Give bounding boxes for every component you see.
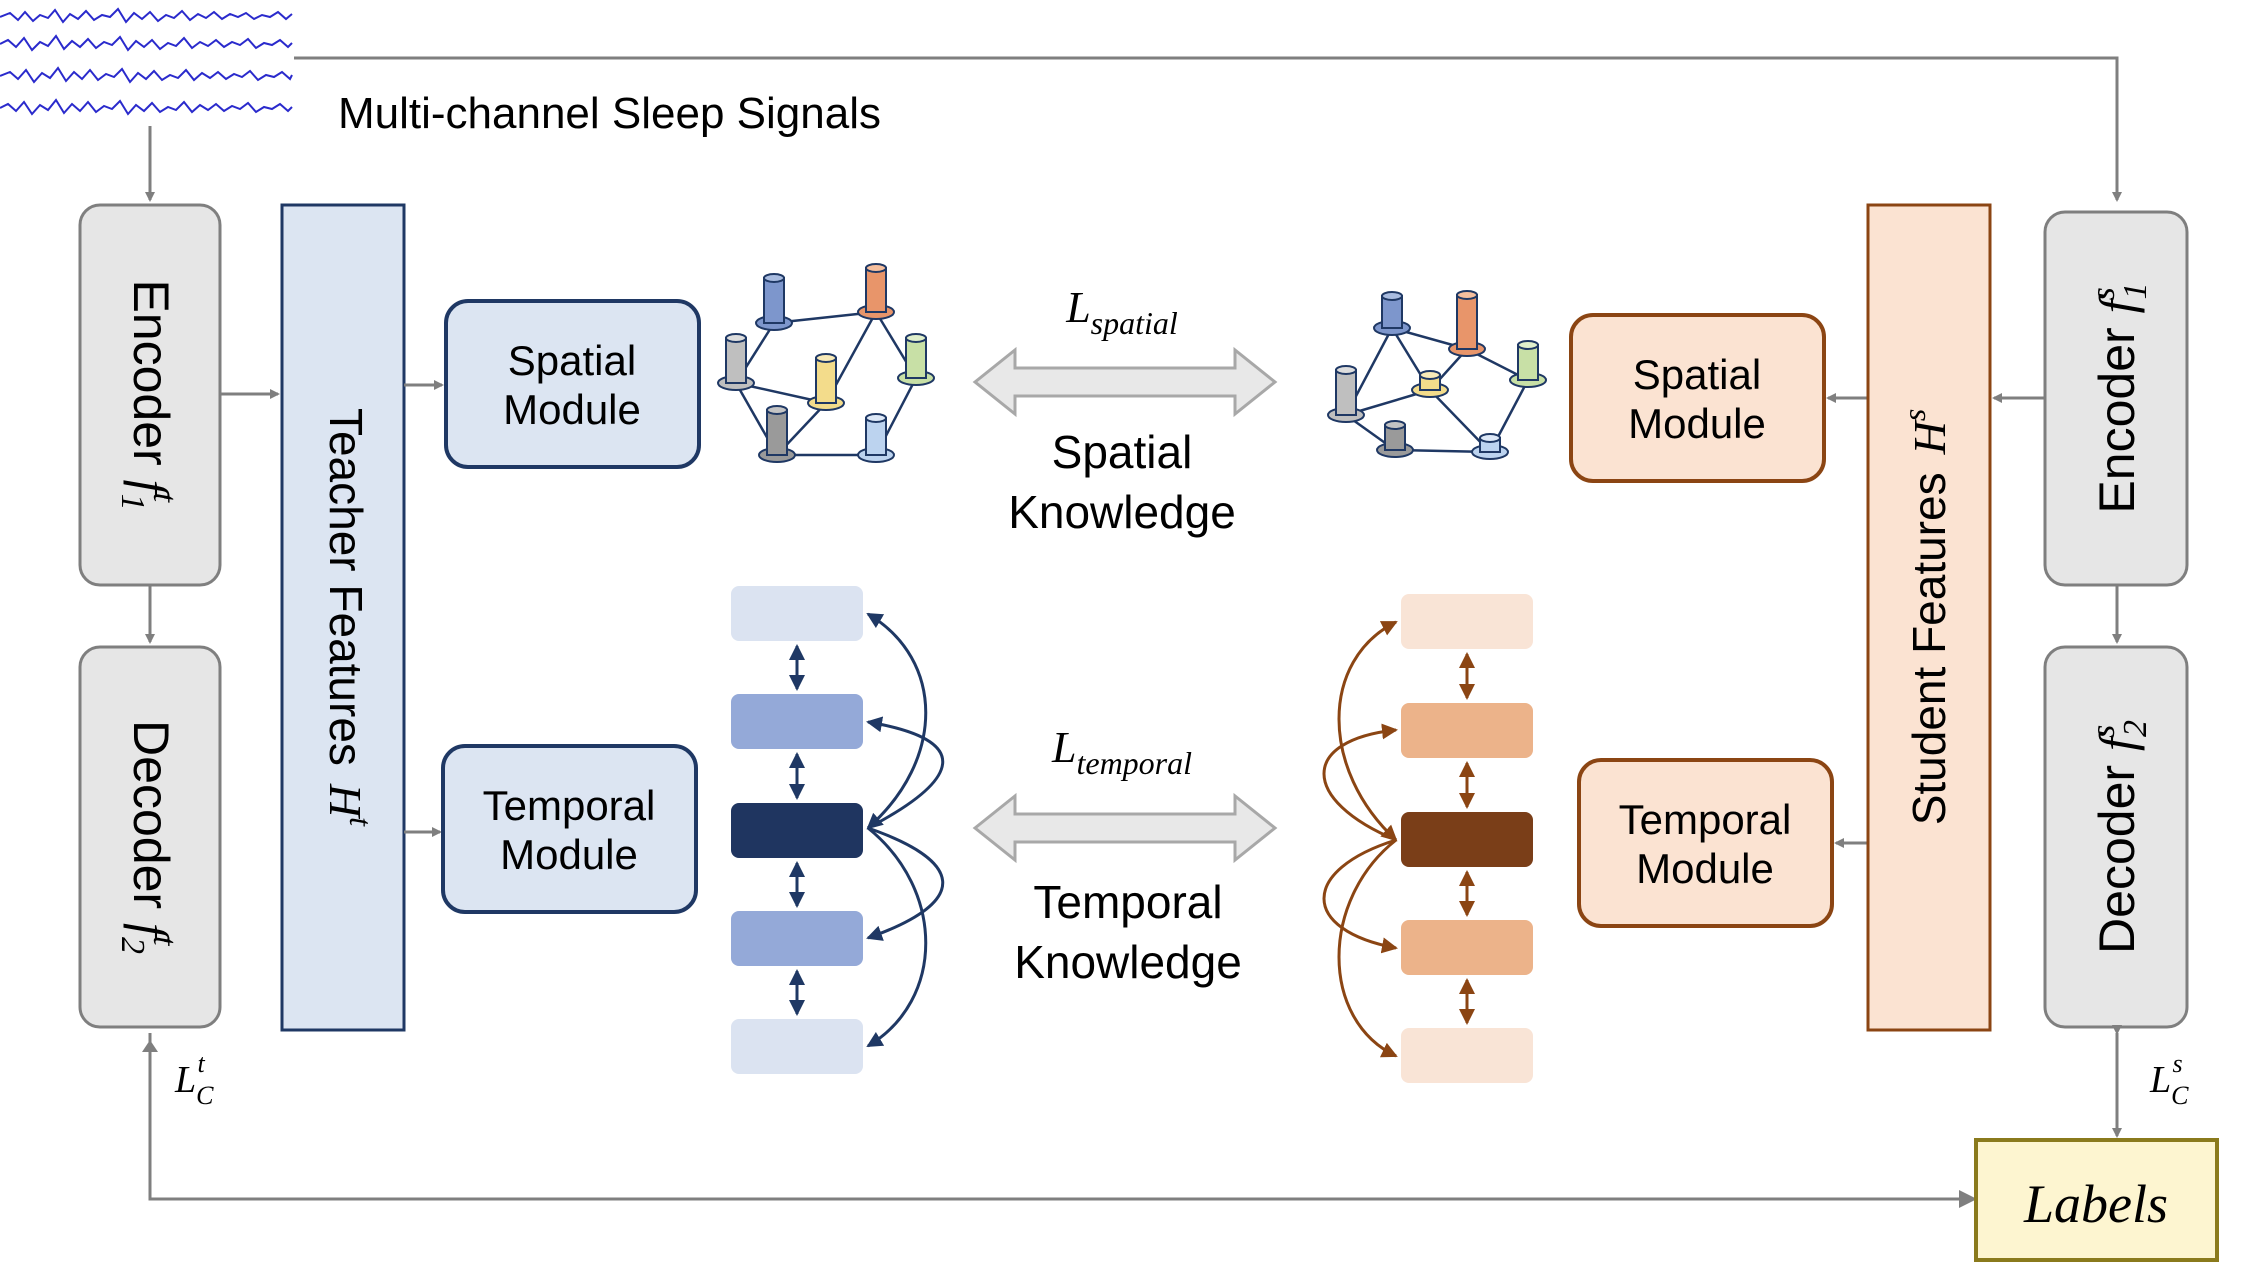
graph-node	[897, 333, 935, 386]
teacher-decoder-label: Decoder	[123, 720, 179, 909]
teacher-temporal-module-line2: Module	[500, 831, 638, 878]
student-loss: LCs	[2149, 1049, 2189, 1110]
spatial-knowledge-arrow	[972, 346, 1278, 418]
temporal-knowledge-arrow	[972, 792, 1278, 864]
temporal-block	[1401, 920, 1533, 975]
student-features-symbol: H	[1904, 418, 1955, 455]
student-encoder-sub: 1	[2117, 282, 2154, 299]
spatial-knowledge-line1: Spatial	[1052, 426, 1193, 478]
student-spatial-module-line1: Spatial	[1633, 351, 1761, 398]
graph-node	[857, 413, 895, 463]
student-decoder-sup: s	[2085, 725, 2122, 738]
svg-text:Decoderf2t: Decoderf2t	[114, 720, 183, 954]
temporal-block	[1401, 594, 1533, 649]
graph-node	[807, 353, 845, 411]
teacher-decoder: Decoderf2t	[78, 645, 222, 1029]
labels-text: Labels	[2023, 1174, 2168, 1234]
graph-node	[755, 273, 793, 331]
temporal-loss: Ltemporal	[1051, 723, 1192, 781]
teacher-encoder-sup: t	[146, 493, 183, 504]
student-features-sup: s	[1896, 409, 1932, 421]
teacher-decoder-sub: 2	[114, 937, 151, 954]
student-temporal-blocks	[1322, 594, 1533, 1083]
student-encoder: Encoderf1s	[2043, 210, 2189, 587]
teacher-encoder: Encoderf1t	[78, 203, 222, 587]
temporal-block	[1401, 703, 1533, 758]
graph-node	[758, 405, 796, 463]
student-spatial-module-line2: Module	[1628, 400, 1766, 447]
graph-node	[1509, 340, 1547, 388]
student-encoder-sup: s	[2085, 287, 2122, 300]
graph-node	[1376, 420, 1414, 458]
temporal-block	[731, 803, 863, 858]
student-features: Student Features Hs	[1866, 203, 1992, 1032]
teacher-temporal-blocks	[731, 586, 945, 1074]
graph-node	[1411, 370, 1449, 398]
temporal-block	[731, 911, 863, 966]
labels-box: Labels	[1974, 1138, 2219, 1262]
teacher-features: Teacher FeaturesHt	[280, 203, 406, 1032]
graph-node	[717, 333, 755, 391]
teacher-features-label: Teacher Features	[320, 408, 372, 766]
teacher-spatial-module-line2: Module	[503, 386, 641, 433]
graph-node	[1471, 433, 1509, 460]
teacher-decoder-arrowhead	[142, 1040, 158, 1052]
graph-node	[1448, 290, 1486, 357]
student-spatial-module: Spatial Module	[1569, 313, 1826, 483]
teacher-temporal-module-line1: Temporal	[483, 782, 656, 829]
temporal-knowledge-line1: Temporal	[1033, 876, 1222, 928]
teacher-spatial-module-line1: Spatial	[508, 337, 636, 384]
teacher-spatial-module: Spatial Module	[444, 299, 701, 469]
teacher-spatial-graph	[717, 263, 935, 463]
graph-node	[1373, 291, 1411, 336]
temporal-block	[731, 1019, 863, 1074]
temporal-knowledge-line2: Knowledge	[1014, 936, 1242, 988]
student-decoder-sub: 2	[2117, 720, 2154, 737]
teacher-features-sup: t	[343, 817, 379, 827]
spatial-loss: Lspatial	[1065, 283, 1178, 341]
temporal-block	[1401, 812, 1533, 867]
graph-node	[857, 263, 895, 320]
student-encoder-label: Encoder	[2089, 327, 2145, 513]
teacher-decoder-labels-arrow	[148, 1033, 1977, 1208]
temporal-block	[1401, 1028, 1533, 1083]
svg-text:Encoderf1s: Encoderf1s	[2085, 282, 2154, 513]
signals-label: Multi-channel Sleep Signals	[338, 89, 881, 138]
student-temporal-module-line2: Module	[1636, 845, 1774, 892]
svg-text:Encoderf1t: Encoderf1t	[114, 279, 183, 510]
student-spatial-graph	[1327, 290, 1547, 460]
student-features-label: Student Features	[1903, 472, 1955, 825]
teacher-temporal-module: Temporal Module	[441, 744, 698, 914]
svg-text:Student FeaturesHs: Student Features Hs	[1896, 409, 1955, 826]
student-decoder-label: Decoder	[2089, 765, 2145, 954]
teacher-features-symbol: H	[320, 783, 371, 820]
student-temporal-module: Temporal Module	[1577, 758, 1834, 928]
teacher-encoder-label: Encoder	[123, 279, 179, 465]
spatial-knowledge-line2: Knowledge	[1008, 486, 1236, 538]
teacher-loss: LCt	[174, 1049, 214, 1110]
teacher-decoder-sup: t	[146, 936, 183, 947]
temporal-block	[731, 694, 863, 749]
signal-waveforms	[0, 7, 293, 116]
temporal-block	[731, 586, 863, 641]
student-decoder: Decoderf2s	[2043, 645, 2189, 1029]
teacher-encoder-sub: 1	[114, 494, 151, 511]
student-temporal-module-line1: Temporal	[1619, 796, 1792, 843]
svg-text:Decoderf2s: Decoderf2s	[2085, 720, 2154, 954]
graph-node	[1327, 365, 1365, 423]
svg-text:Teacher FeaturesHt: Teacher FeaturesHt	[320, 408, 379, 827]
signal-to-student-arrow	[294, 56, 2122, 202]
